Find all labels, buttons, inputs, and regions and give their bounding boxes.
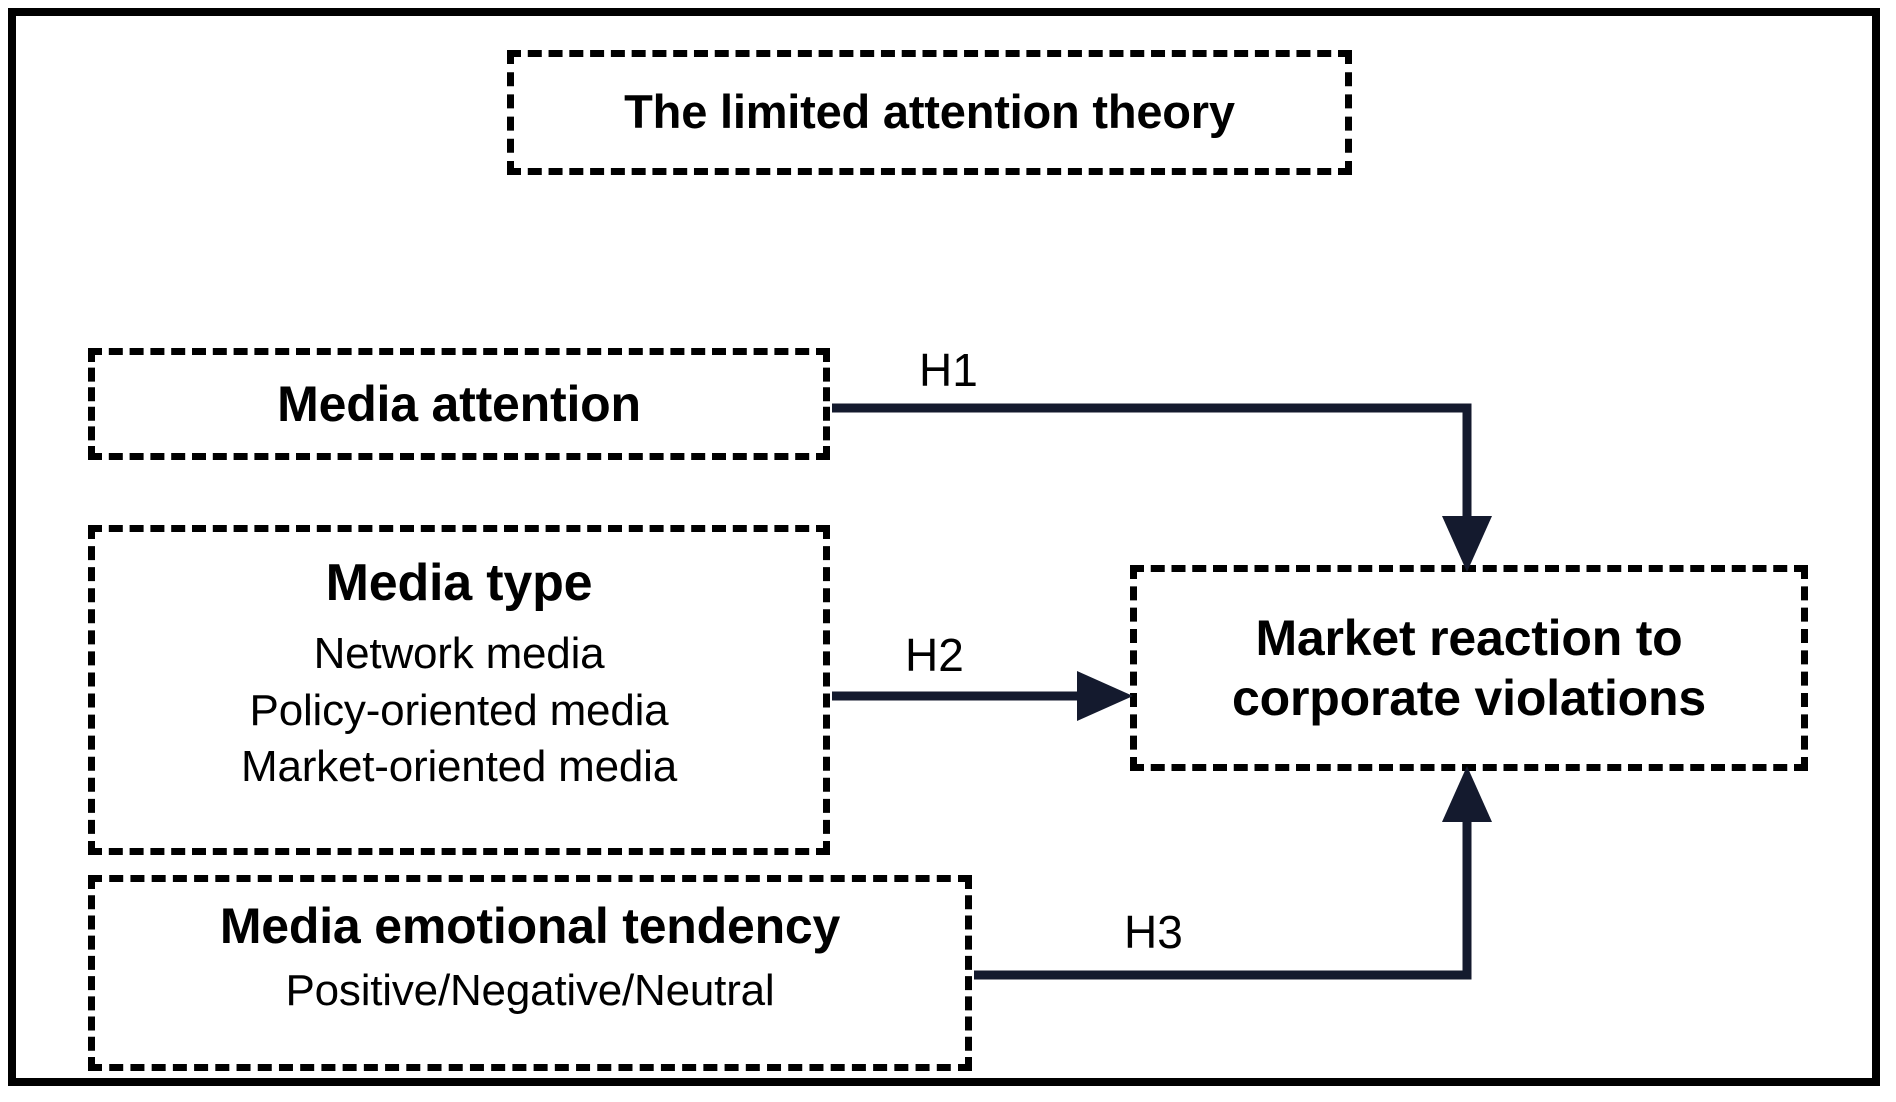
- node-subline-market-oriented-media: Market-oriented media: [241, 741, 677, 791]
- node-market-reaction: Market reaction to corporate violations: [1130, 565, 1808, 771]
- edge-label-h1: H1: [919, 344, 978, 396]
- node-media-attention: Media attention: [88, 348, 830, 460]
- node-title: Media emotional tendency: [219, 898, 841, 954]
- node-subline-sentiment-options: Positive/Negative/Neutral: [285, 966, 775, 1015]
- node-title: Media type: [325, 554, 593, 612]
- node-media-emotional-tendency: Media emotional tendency Positive/Negati…: [88, 875, 972, 1071]
- node-title: The limited attention theory: [624, 85, 1235, 139]
- node-title-line2: corporate violations: [1232, 670, 1706, 726]
- outer-frame: [8, 8, 1880, 1086]
- edge-label-h2: H2: [905, 629, 964, 681]
- edge-label-h3: H3: [1124, 906, 1183, 958]
- node-subline-policy-oriented-media: Policy-oriented media: [249, 685, 669, 735]
- node-title: Media attention: [277, 376, 641, 432]
- node-limited-attention-theory: The limited attention theory: [507, 50, 1352, 175]
- node-subline-network-media: Network media: [313, 629, 605, 679]
- node-title-line1: Market reaction to: [1255, 610, 1683, 666]
- node-media-type: Media type Network media Policy-oriented…: [88, 525, 830, 855]
